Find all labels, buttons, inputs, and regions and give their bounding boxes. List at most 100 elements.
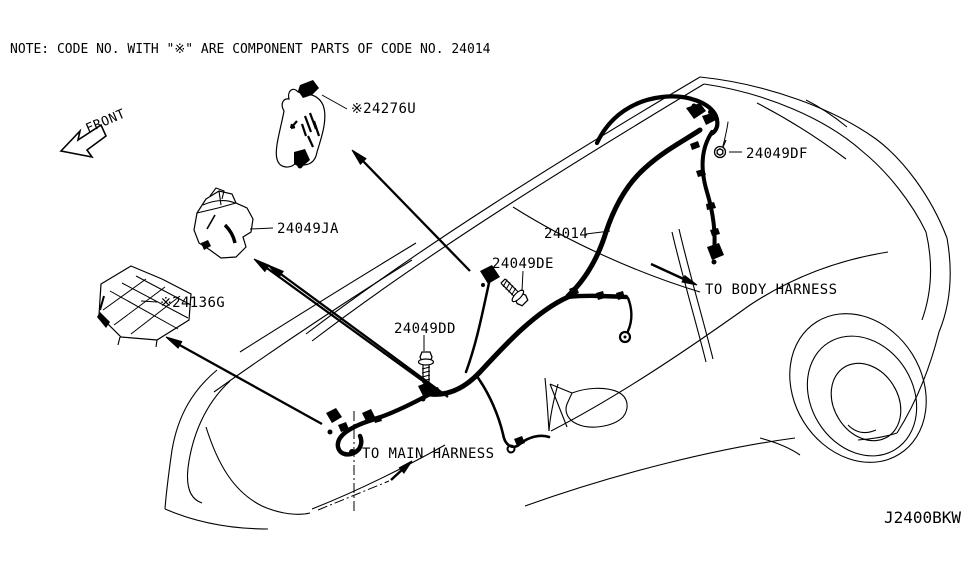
front-label: FRONT (84, 107, 128, 137)
body-line-spoiler-1 (756, 102, 847, 160)
callout-label-24049ja: 24049JA (277, 221, 339, 237)
harness-clip (710, 228, 720, 236)
leader-24136g (140, 300, 158, 303)
bumper-to-arch (857, 432, 898, 441)
body-line-bpillar-2 (678, 228, 714, 360)
front-fender-outer (164, 369, 218, 510)
front-arrow-icon (59, 123, 107, 159)
connector-dot (481, 283, 485, 287)
rear-wheel-arch (789, 313, 927, 463)
connector-dot (708, 110, 712, 114)
arrow-to-24049ja-1 (253, 258, 435, 390)
callout-label-24049de: 24049DE (492, 256, 554, 272)
harness-clip (569, 286, 579, 296)
arrow-to-24049ja-2 (267, 264, 449, 398)
connector-cluster (373, 415, 382, 423)
leader-24049de (521, 270, 524, 292)
harness-main-trunk (565, 127, 703, 299)
leader-lines (140, 94, 742, 512)
rear-tire (806, 335, 918, 457)
callout-label-24014: 24014 (544, 226, 588, 242)
apillar-base-2 (548, 383, 559, 432)
harness-connectors (326, 103, 724, 455)
body-line-roof-inner (703, 83, 927, 233)
harness-top-loop (594, 94, 720, 146)
part-tab (209, 187, 225, 200)
part-dark-curve (223, 223, 237, 244)
part-detail-dot (297, 163, 303, 169)
car-outline (164, 76, 951, 530)
connector-dot (420, 396, 426, 402)
connector-cluster (362, 409, 375, 421)
part-hatching (289, 112, 321, 148)
body-line-spoiler-2 (805, 99, 848, 128)
annotation-to-body-harness: TO BODY HARNESS (705, 282, 837, 298)
connector-blob (702, 113, 716, 125)
part-grid (102, 275, 192, 335)
connector-blob (686, 103, 706, 119)
labels: NOTE: CODE NO. WITH "※" ARE COMPONENT PA… (10, 42, 961, 527)
harness-bottom-loop (474, 373, 551, 448)
connector-end (707, 243, 724, 260)
apillar-base-1 (544, 377, 550, 432)
mirror-base-line (549, 383, 573, 428)
bolt-24049de (497, 275, 531, 309)
bolts (417, 139, 727, 384)
arrow-to-main-harness (390, 460, 413, 481)
connector-dot (711, 259, 717, 265)
body-line-rear-edge (896, 237, 951, 434)
connector-cluster (326, 408, 342, 423)
harness-drop-ring (626, 296, 633, 333)
body-line-hood-2 (239, 242, 417, 353)
centerline-diagonal (317, 480, 390, 511)
diagram-note: NOTE: CODE NO. WITH "※" ARE COMPONENT PA… (10, 42, 491, 57)
body-line-roof-outer (699, 76, 948, 239)
body-line-beltline (550, 251, 889, 432)
harness-clip (616, 291, 625, 300)
connector-cluster (338, 422, 349, 432)
body-line-rear-inner (921, 231, 932, 321)
component-24136g (97, 265, 192, 348)
part-inner-line (206, 214, 216, 230)
body-line-sill (524, 437, 796, 507)
harness-clip (690, 141, 700, 150)
connector-dot (327, 429, 333, 435)
harness-clip (696, 169, 706, 177)
front-wheel-arch (205, 426, 311, 515)
front-indicator: FRONT (59, 107, 128, 159)
harness-left-trunk (427, 294, 571, 397)
rear-rim-arc (847, 424, 877, 434)
harness-24014 (335, 94, 729, 457)
body-line-front-lower (311, 444, 446, 510)
connector-dot (691, 103, 697, 109)
rocker-to-arch (759, 437, 801, 456)
body-line-apillar-outer (305, 76, 701, 335)
callout-label-24276u: ※24276U (351, 101, 416, 117)
harness-clip (596, 291, 605, 300)
body-line-bpillar-1 (671, 231, 707, 363)
body-line-cowl (512, 206, 701, 293)
part-dark-corner (97, 312, 110, 328)
part-top-connector (298, 80, 319, 98)
rear-rim (830, 362, 902, 442)
arrow-to-24136g (165, 336, 323, 426)
ring-terminal (618, 330, 632, 344)
harness-df-stub (722, 121, 729, 147)
ring-terminal-center (623, 335, 627, 339)
ring-terminals (506, 330, 632, 454)
connector-24049de (480, 265, 500, 284)
part-seam (196, 190, 237, 214)
harness-de-branch (464, 281, 491, 374)
harness-front-run (335, 391, 433, 457)
leader-24276u (321, 94, 348, 110)
body-line-hood-1 (213, 259, 413, 393)
callout-label-24136g: ※24136G (160, 295, 225, 311)
leader-24049ja (249, 227, 274, 230)
diagram-code: J2400BKW (884, 508, 961, 527)
component-24276u (275, 80, 326, 169)
part-outline (275, 88, 326, 168)
callout-label-24049df: 24049DF (746, 146, 808, 162)
connector-blob (514, 436, 525, 446)
ring-terminal (506, 444, 516, 454)
